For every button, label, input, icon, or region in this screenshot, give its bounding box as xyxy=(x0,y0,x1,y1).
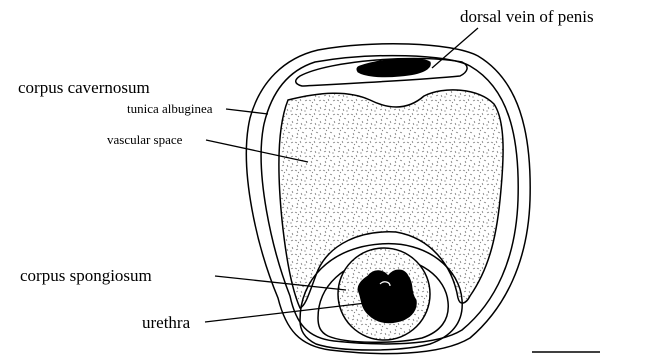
dorsal-vein-leader xyxy=(432,28,478,68)
label-dorsal-vein-of-penis: dorsal vein of penis xyxy=(460,7,594,26)
label-corpus-cavernosum: corpus cavernosum xyxy=(18,78,150,97)
label-urethra: urethra xyxy=(142,313,191,332)
label-tunica-albuginea: tunica albuginea xyxy=(127,101,213,116)
label-corpus-spongiosum: corpus spongiosum xyxy=(20,266,152,285)
corpus-spongiosum-leader xyxy=(215,276,346,290)
label-vascular-space: vascular space xyxy=(107,132,183,147)
tunica-albuginea-leader xyxy=(226,109,268,114)
